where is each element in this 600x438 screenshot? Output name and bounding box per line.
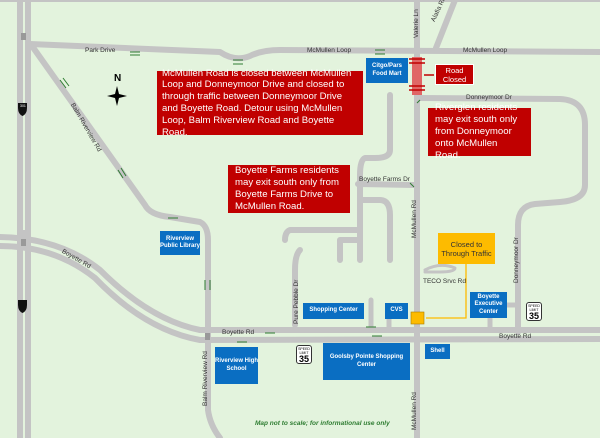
road-closed-segment bbox=[409, 57, 434, 95]
teco-srvc-rd bbox=[423, 263, 457, 274]
subdivision-roads bbox=[282, 92, 393, 328]
limit-label: LIMIT bbox=[299, 351, 309, 355]
label-boyette-rd-mid: Boyette Rd bbox=[222, 329, 255, 336]
map-disclaimer: Map not to scale; for informational use … bbox=[255, 420, 390, 427]
poi-boyette-executive: Boyette Executive Center bbox=[470, 292, 507, 318]
label-park-drive: Park Drive bbox=[85, 47, 116, 54]
closure-notice: McMullen Road is closed between McMullen… bbox=[157, 68, 363, 138]
speed-value: 35 bbox=[528, 311, 539, 321]
us-301-shield-icon bbox=[18, 103, 27, 313]
highway-shield-label: 301 bbox=[20, 104, 26, 108]
through-traffic-barricade bbox=[410, 264, 467, 325]
label-pure-pebble-dr: Pure Pebble Dr bbox=[293, 279, 300, 324]
limit-label: LIMIT bbox=[529, 308, 539, 312]
road-closed-label: Road Closed bbox=[435, 64, 474, 85]
poi-cvs: CVS bbox=[385, 303, 408, 319]
poi-shopping-center: Shopping Center bbox=[303, 303, 364, 319]
park-drive-mcmullen-loop bbox=[27, 41, 600, 62]
poi-goolsby-pointe: Goolsby Pointe Shopping Center bbox=[323, 343, 410, 380]
label-mcmullen-loop-east: McMullen Loop bbox=[463, 47, 508, 54]
speed-label: SPEED bbox=[528, 304, 540, 308]
label-mcmullen-loop-west: McMullen Loop bbox=[307, 47, 352, 54]
label-teco-srvc-rd: TECO Srvc Rd bbox=[423, 278, 466, 285]
poi-high-school: Riverview High School bbox=[215, 347, 258, 384]
through-traffic-label: Closed to Through Traffic bbox=[438, 233, 495, 264]
speed-limit-sign-east: SPEED LIMIT 35 bbox=[526, 302, 542, 321]
donneymoor-dr bbox=[417, 95, 588, 335]
boyette-farms-dr bbox=[355, 181, 417, 188]
poi-shell: Shell bbox=[425, 344, 450, 359]
riverglen-notice: Riverglen residents may exit south only … bbox=[428, 102, 531, 161]
label-mcmullen-rd-south: McMullen Rd bbox=[411, 392, 418, 430]
detour-arrows bbox=[59, 49, 421, 343]
compass-north-icon bbox=[107, 86, 127, 106]
speed-label: SPEED bbox=[298, 347, 310, 351]
compass-label: N bbox=[114, 73, 122, 84]
traffic-signals bbox=[21, 33, 210, 340]
alafia-ridge-rd bbox=[433, 0, 458, 51]
poi-citgo: Citgo/Pars Food Mart bbox=[366, 58, 408, 83]
label-mcmullen-rd-north: McMullen Rd bbox=[411, 200, 418, 238]
balm-riverview-rd bbox=[29, 43, 223, 438]
label-boyette-farms-dr: Boyette Farms Dr bbox=[359, 176, 410, 183]
label-donneymoor-dr-south: Donneymoor Dr bbox=[513, 237, 520, 283]
speed-limit-sign-west: SPEED LIMIT 35 bbox=[296, 345, 312, 364]
boyette-rd-wb bbox=[0, 234, 600, 333]
boyette-farms-notice: Boyette Farms residents may exit south o… bbox=[228, 165, 350, 213]
label-donneymoor-dr: Donneymoor Dr bbox=[466, 94, 512, 101]
speed-value: 35 bbox=[298, 354, 309, 364]
poi-library: Riverview Public Library bbox=[160, 231, 200, 255]
boyette-rd-eb bbox=[0, 243, 600, 343]
label-balm-riverview-south: Balm Riverview Rd bbox=[202, 351, 209, 406]
label-valerie-ln: Valerie Ln bbox=[413, 9, 420, 38]
label-boyette-rd-east: Boyette Rd bbox=[499, 333, 532, 340]
